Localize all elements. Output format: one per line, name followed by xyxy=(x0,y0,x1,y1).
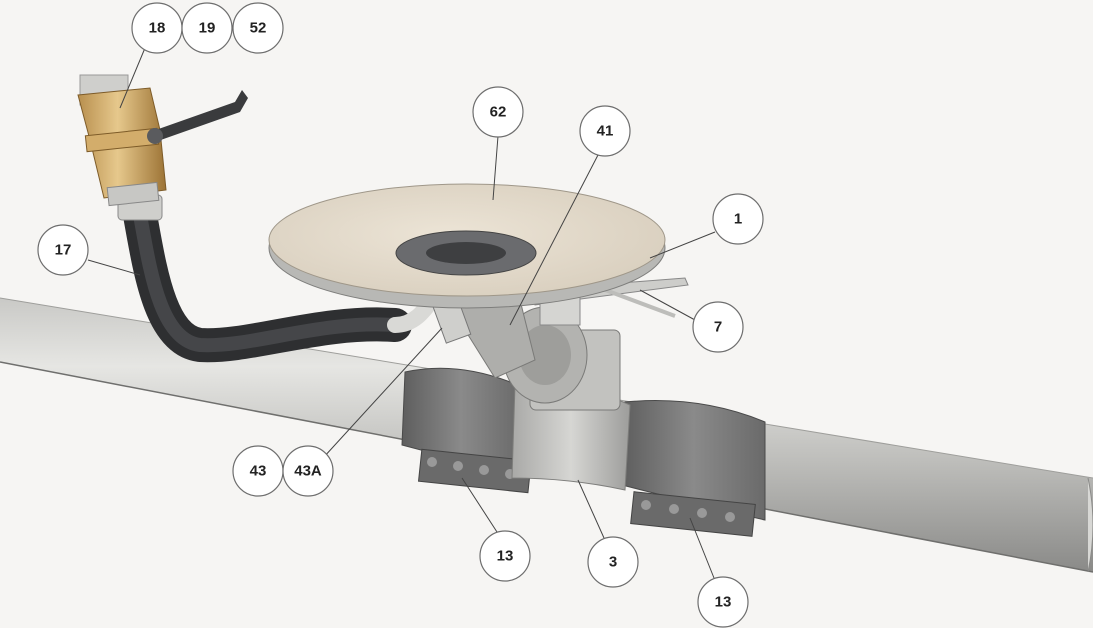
disc-plate xyxy=(268,183,666,309)
callout-18: 18 xyxy=(131,2,183,54)
callout-17: 17 xyxy=(37,224,89,276)
callout-label: 7 xyxy=(714,319,722,336)
callout-label: 19 xyxy=(199,20,216,37)
callout-62: 62 xyxy=(472,86,524,138)
pipe-clamp-right xyxy=(621,400,766,537)
hose-assembly xyxy=(117,194,448,363)
valve-body xyxy=(430,289,621,411)
callout-43: 43 xyxy=(232,445,284,497)
callout-label: 17 xyxy=(55,242,72,259)
callout-19: 19 xyxy=(181,2,233,54)
pipe-clamp-left xyxy=(401,367,532,494)
callout-13-right: 13 xyxy=(697,576,749,628)
callout-label: 41 xyxy=(597,123,614,140)
callout-label: 1 xyxy=(734,211,742,228)
callout-7: 7 xyxy=(692,301,744,353)
callout-label: 43 xyxy=(250,463,267,480)
callout-41: 41 xyxy=(579,105,631,157)
callout-3: 3 xyxy=(587,536,639,588)
callout-1: 1 xyxy=(712,193,764,245)
callout-43a: 43A xyxy=(282,445,334,497)
callout-label: 18 xyxy=(149,20,166,37)
leader-lines xyxy=(87,47,716,579)
callout-label: 52 xyxy=(250,20,267,37)
callout-label: 43A xyxy=(294,463,322,480)
callout-label: 13 xyxy=(497,548,514,565)
callout-label: 13 xyxy=(715,594,732,611)
callout-52: 52 xyxy=(232,2,284,54)
ball-valve xyxy=(77,74,248,207)
callout-13-left: 13 xyxy=(479,530,531,582)
callout-label: 3 xyxy=(609,554,617,571)
callout-label: 62 xyxy=(490,104,507,121)
